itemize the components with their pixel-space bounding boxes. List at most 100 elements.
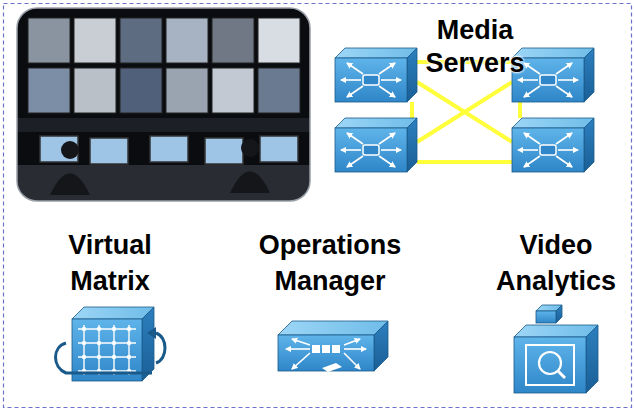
grid-line bbox=[83, 325, 84, 375]
arrow-glyph bbox=[341, 149, 361, 151]
cube-top bbox=[514, 325, 598, 337]
arrow-glyph bbox=[347, 63, 363, 74]
camera-glyph bbox=[363, 145, 379, 155]
cube-side bbox=[374, 321, 388, 371]
wall-screen bbox=[258, 68, 300, 113]
grid-dot bbox=[97, 341, 101, 345]
cube-top bbox=[335, 48, 417, 58]
component-title: Virtual Matrix bbox=[30, 227, 190, 299]
magnifier-handle bbox=[558, 371, 565, 378]
media-server-icon bbox=[335, 48, 417, 102]
arrow-glyph bbox=[347, 86, 363, 97]
queue-cell bbox=[332, 345, 340, 353]
grid-dot bbox=[82, 327, 86, 331]
arrow-glyph bbox=[341, 79, 361, 81]
arrow-glyph bbox=[524, 156, 540, 167]
arrow-glyph bbox=[344, 353, 360, 369]
analytics-box bbox=[514, 325, 598, 393]
server-link bbox=[410, 102, 414, 118]
photo-content bbox=[17, 8, 310, 201]
arrow-head bbox=[147, 327, 156, 339]
wall-screen bbox=[74, 18, 116, 63]
cube-side bbox=[142, 307, 154, 381]
component-icon bbox=[270, 303, 390, 373]
grid-line bbox=[113, 325, 114, 375]
cube-top bbox=[72, 307, 154, 319]
control-room-photo bbox=[17, 8, 310, 205]
analytics-icon bbox=[514, 305, 598, 393]
arrow-glyph bbox=[292, 339, 310, 345]
cube-front bbox=[514, 337, 586, 393]
grid-dot bbox=[97, 355, 101, 359]
loop-arrow bbox=[156, 333, 165, 363]
arrow-glyph bbox=[344, 339, 360, 345]
photo-frame bbox=[17, 8, 310, 201]
grid-dot bbox=[82, 355, 86, 359]
grid-dot bbox=[112, 355, 116, 359]
magnifier-lens bbox=[539, 352, 561, 374]
server-link bbox=[417, 82, 512, 142]
arrow-glyph bbox=[556, 156, 572, 167]
media-server-icon bbox=[335, 118, 417, 172]
component-node: Operations Manager bbox=[246, 227, 414, 373]
arrow-glyph bbox=[347, 156, 363, 167]
cube-top bbox=[335, 118, 417, 128]
wall-screen bbox=[212, 68, 254, 113]
matrix-cube bbox=[72, 307, 154, 381]
screen-frame bbox=[526, 345, 574, 385]
cube-front bbox=[335, 128, 407, 172]
grid-line bbox=[98, 325, 99, 375]
arrow-glyph bbox=[347, 133, 363, 144]
camera-glyph bbox=[540, 75, 556, 85]
wall-screen bbox=[166, 18, 208, 63]
cube-front bbox=[278, 335, 374, 371]
queue-cell bbox=[322, 345, 330, 353]
cube-side bbox=[556, 305, 562, 323]
manager-icon bbox=[278, 321, 388, 372]
loop-arrow bbox=[56, 343, 153, 373]
arrow-glyph bbox=[556, 63, 572, 74]
cube-top bbox=[512, 118, 594, 128]
group-label: Media Servers bbox=[405, 14, 545, 80]
wall-screen bbox=[28, 18, 70, 63]
grid-dot bbox=[82, 341, 86, 345]
arrow-glyph bbox=[524, 133, 540, 144]
camera-head bbox=[536, 305, 562, 323]
operator-head bbox=[241, 139, 259, 157]
server-link bbox=[417, 160, 512, 164]
operator-head bbox=[61, 141, 79, 159]
wall-screen bbox=[74, 68, 116, 113]
cube-side bbox=[584, 118, 594, 172]
manager-box bbox=[278, 321, 388, 372]
desk-monitor bbox=[90, 138, 128, 164]
cube-top bbox=[278, 321, 388, 335]
wall-screen bbox=[258, 18, 300, 63]
component-node: Virtual Matrix bbox=[26, 227, 194, 391]
cube-front bbox=[512, 128, 584, 172]
component-icon bbox=[506, 303, 606, 395]
camera-glyph bbox=[363, 75, 379, 85]
operator-body bbox=[50, 174, 90, 196]
matrix-icon bbox=[56, 307, 166, 381]
wall-screen bbox=[120, 18, 162, 63]
arrow-glyph bbox=[558, 149, 578, 151]
camera-glyph bbox=[540, 145, 556, 155]
component-title: Video Analytics bbox=[476, 227, 635, 299]
wall-screen bbox=[212, 18, 254, 63]
arrow-glyph bbox=[556, 86, 572, 97]
server-link bbox=[518, 102, 522, 118]
arrow-glyph bbox=[381, 79, 401, 81]
desk-monitor bbox=[260, 136, 298, 162]
desk-monitor bbox=[150, 136, 188, 162]
cube-side bbox=[407, 118, 417, 172]
arrow-glyph bbox=[379, 63, 395, 74]
arrow-glyph bbox=[292, 353, 310, 369]
component-node: Video Analytics bbox=[472, 227, 635, 395]
cube-side bbox=[584, 48, 594, 102]
arrow-glyph bbox=[379, 133, 395, 144]
operator-body bbox=[230, 172, 270, 194]
wall-screen bbox=[120, 68, 162, 113]
arrow-glyph bbox=[379, 156, 395, 167]
arrow-glyph bbox=[524, 86, 540, 97]
arrow-glyph bbox=[381, 149, 401, 151]
